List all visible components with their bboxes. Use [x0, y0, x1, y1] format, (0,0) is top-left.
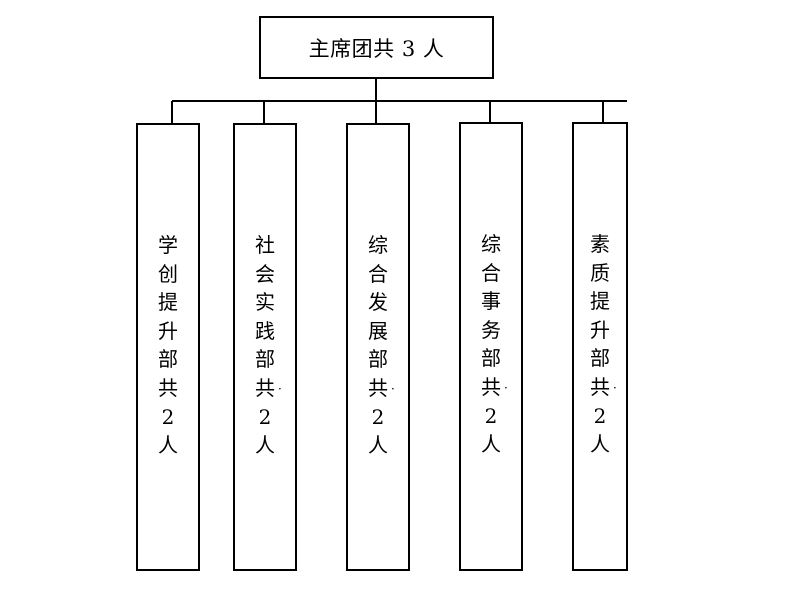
department-box-5: 素质提升部共·2 人	[572, 122, 628, 571]
branch-connector-1	[171, 101, 173, 124]
presidium-label: 主席团共 3 人	[308, 36, 445, 61]
department-label-char: 提	[158, 290, 178, 315]
trunk-connector	[375, 78, 377, 101]
department-label-char: 社	[255, 233, 275, 257]
department-box-4: 综合事务部共·2 人	[459, 122, 523, 571]
horizontal-connector	[172, 100, 627, 102]
department-label-char: 2	[371, 404, 385, 429]
department-label-char: 部	[158, 347, 178, 372]
department-label-char: 综	[368, 233, 388, 257]
department-label-char: 创	[158, 261, 178, 286]
branch-connector-2	[263, 101, 265, 124]
department-label-char: 务	[481, 317, 501, 342]
department-label-char: 2	[593, 403, 607, 428]
department-label-char: 部	[481, 346, 501, 371]
department-label-char: 2	[161, 404, 175, 429]
department-label-char: 共·	[461, 373, 521, 402]
department-label-char: 人	[255, 433, 275, 458]
department-label-char: 合	[368, 261, 388, 286]
department-label-char: 部	[590, 346, 610, 371]
department-label-char: 践	[255, 318, 275, 343]
department-label-char: 提	[590, 289, 610, 314]
department-label-char: 人	[481, 432, 501, 457]
department-label-char: 部	[368, 347, 388, 372]
department-label-char: 综	[481, 232, 501, 256]
department-label-char: 共·	[574, 373, 626, 402]
department-label-char: 合	[481, 260, 501, 285]
branch-connector-3	[375, 101, 377, 124]
department-box-1: 学创提升部共 2 人	[136, 123, 200, 571]
department-label-char: 素	[590, 232, 610, 256]
department-label-char: 共	[158, 375, 178, 400]
department-label-char: 人	[158, 433, 178, 458]
department-label-char: 共·	[348, 374, 408, 403]
department-label-char: 学	[158, 233, 178, 257]
dot-mark: ·	[278, 381, 282, 396]
dot-mark: ·	[613, 380, 617, 395]
department-label-char: 升	[158, 318, 178, 343]
department-label-char: 2	[484, 403, 498, 428]
dot-mark: ·	[504, 380, 508, 395]
department-label-char: 升	[590, 317, 610, 342]
branch-connector-5	[602, 101, 604, 123]
department-label-char: 人	[368, 433, 388, 458]
department-label-char: 2	[258, 404, 272, 429]
department-label-char: 质	[590, 260, 610, 285]
department-label-char: 发	[368, 290, 388, 315]
department-label-char: 实	[255, 290, 275, 315]
branch-connector-4	[489, 101, 491, 123]
department-label-char: 展	[368, 318, 388, 343]
presidium-box: 主席团共 3 人	[259, 16, 494, 79]
department-label-char: 事	[481, 289, 501, 314]
dot-mark: ·	[391, 381, 395, 396]
department-label-char: 共·	[235, 374, 295, 403]
department-label-char: 部	[255, 347, 275, 372]
department-label-char: 会	[255, 261, 275, 286]
department-label-char: 人	[590, 432, 610, 457]
department-box-3: 综合发展部共·2 人	[346, 123, 410, 571]
department-box-2: 社会实践部共·2 人	[233, 123, 297, 571]
